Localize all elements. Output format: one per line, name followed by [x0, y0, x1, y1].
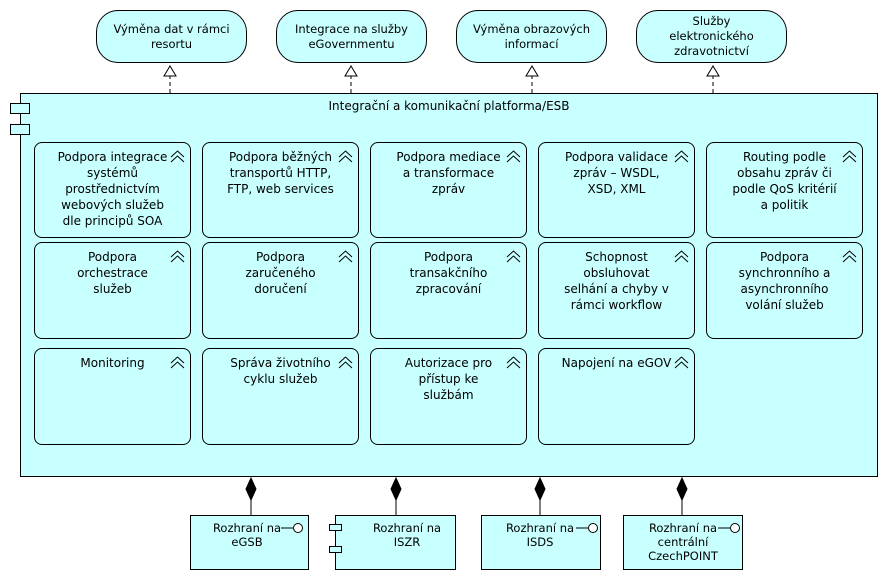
- interface-lollipop-icon: [281, 523, 303, 533]
- function-selhani[interactable]: Schopnost obsluhovat selhání a chyby v r…: [538, 242, 695, 339]
- interface-label: Rozhraní na ISDS: [505, 521, 575, 549]
- function-label: Routing podle obsahu zpráv či podle QoS …: [732, 150, 837, 212]
- service-label: Integrace na služby eGovernmentu: [294, 21, 408, 51]
- interface-lollipop-icon: [576, 523, 598, 533]
- function-icon: [338, 250, 353, 263]
- function-label: Podpora transakčního zpracování: [409, 250, 488, 296]
- function-icon: [338, 356, 353, 369]
- interface-egsb[interactable]: Rozhraní na eGSB: [190, 515, 309, 570]
- function-icon: [506, 250, 521, 263]
- realization-arrowhead-3: [525, 65, 539, 77]
- function-icon: [842, 250, 857, 263]
- service-zdravotnictvi[interactable]: Služby elektronického zdravotnictví: [636, 10, 787, 63]
- function-icon: [674, 150, 689, 163]
- function-monitoring[interactable]: Monitoring: [34, 348, 191, 445]
- function-label: Podpora zaručeného doručení: [245, 250, 316, 296]
- function-doruceni[interactable]: Podpora zaručeného doručení: [202, 242, 359, 339]
- composition-diamond-4: [676, 476, 688, 502]
- service-vymena-dat[interactable]: Výměna dat v rámci resortu: [96, 10, 247, 63]
- realization-arrowhead-1: [163, 65, 177, 77]
- composition-diamond-1: [245, 476, 257, 502]
- function-icon: [506, 150, 521, 163]
- function-mediace[interactable]: Podpora mediace a transformace zpráv: [370, 142, 527, 238]
- function-label: Podpora integrace systémů prostřednictví…: [57, 150, 168, 228]
- function-transakce[interactable]: Podpora transakčního zpracování: [370, 242, 527, 339]
- realization-arrowhead-4: [706, 65, 720, 77]
- service-label: Výměna obrazových informací: [472, 21, 591, 51]
- interface-lollipop-icon: [718, 523, 740, 533]
- service-label: Výměna dat v rámci resortu: [113, 21, 230, 51]
- function-icon: [674, 356, 689, 369]
- function-volani[interactable]: Podpora synchronního a asynchronního vol…: [706, 242, 863, 339]
- function-icon: [842, 150, 857, 163]
- interface-czechpoint[interactable]: Rozhraní na centrální CzechPOINT: [623, 515, 743, 570]
- interface-label: Rozhraní na ISZR: [372, 521, 442, 549]
- service-integrace-egov[interactable]: Integrace na služby eGovernmentu: [276, 10, 427, 63]
- function-label: Autorizace pro přístup ke službám: [404, 356, 493, 402]
- function-transporty[interactable]: Podpora běžných transportů HTTP, FTP, we…: [202, 142, 359, 238]
- service-label: Služby elektronického zdravotnictví: [669, 14, 754, 58]
- composition-diamond-3: [534, 476, 546, 502]
- function-icon: [674, 250, 689, 263]
- interface-label: Rozhraní na eGSB: [212, 521, 282, 549]
- platform-title: Integrační a komunikační platforma/ESB: [328, 99, 570, 113]
- function-validace[interactable]: Podpora validace zpráv – WSDL, XSD, XML: [538, 142, 695, 238]
- function-icon: [506, 356, 521, 369]
- function-label: Podpora synchronního a asynchronního vol…: [738, 250, 831, 312]
- function-icon: [338, 150, 353, 163]
- interface-isds[interactable]: Rozhraní na ISDS: [481, 515, 601, 570]
- service-vymena-obrazovych[interactable]: Výměna obrazových informací: [456, 10, 607, 63]
- interface-iszr[interactable]: Rozhraní na ISZR: [335, 515, 456, 570]
- function-autorizace[interactable]: Autorizace pro přístup ke službám: [370, 348, 527, 445]
- function-label: Podpora běžných transportů HTTP, FTP, we…: [227, 150, 334, 196]
- function-label: Podpora orchestrace služeb: [77, 250, 148, 296]
- function-label: Podpora validace zpráv – WSDL, XSD, XML: [565, 150, 668, 196]
- realization-arrowhead-2: [344, 65, 358, 77]
- function-integrace-soa[interactable]: Podpora integrace systémů prostřednictví…: [34, 142, 191, 238]
- function-label: Schopnost obsluhovat selhání a chyby v r…: [564, 250, 669, 312]
- function-napojeni-egov[interactable]: Napojení na eGOV: [538, 348, 695, 445]
- composition-diamond-2: [390, 476, 402, 502]
- function-label: Podpora mediace a transformace zpráv: [396, 150, 501, 196]
- function-label: Monitoring: [80, 356, 145, 370]
- function-orchestrace[interactable]: Podpora orchestrace služeb: [34, 242, 191, 339]
- function-icon: [170, 150, 185, 163]
- function-icon: [170, 250, 185, 263]
- function-zivotni-cyklus[interactable]: Správa životního cyklu služeb: [202, 348, 359, 445]
- function-label: Napojení na eGOV: [561, 356, 672, 370]
- function-routing[interactable]: Routing podle obsahu zpráv či podle QoS …: [706, 142, 863, 238]
- interface-label: Rozhraní na centrální CzechPOINT: [648, 521, 718, 563]
- function-icon: [170, 356, 185, 369]
- function-label: Správa životního cyklu služeb: [230, 356, 331, 386]
